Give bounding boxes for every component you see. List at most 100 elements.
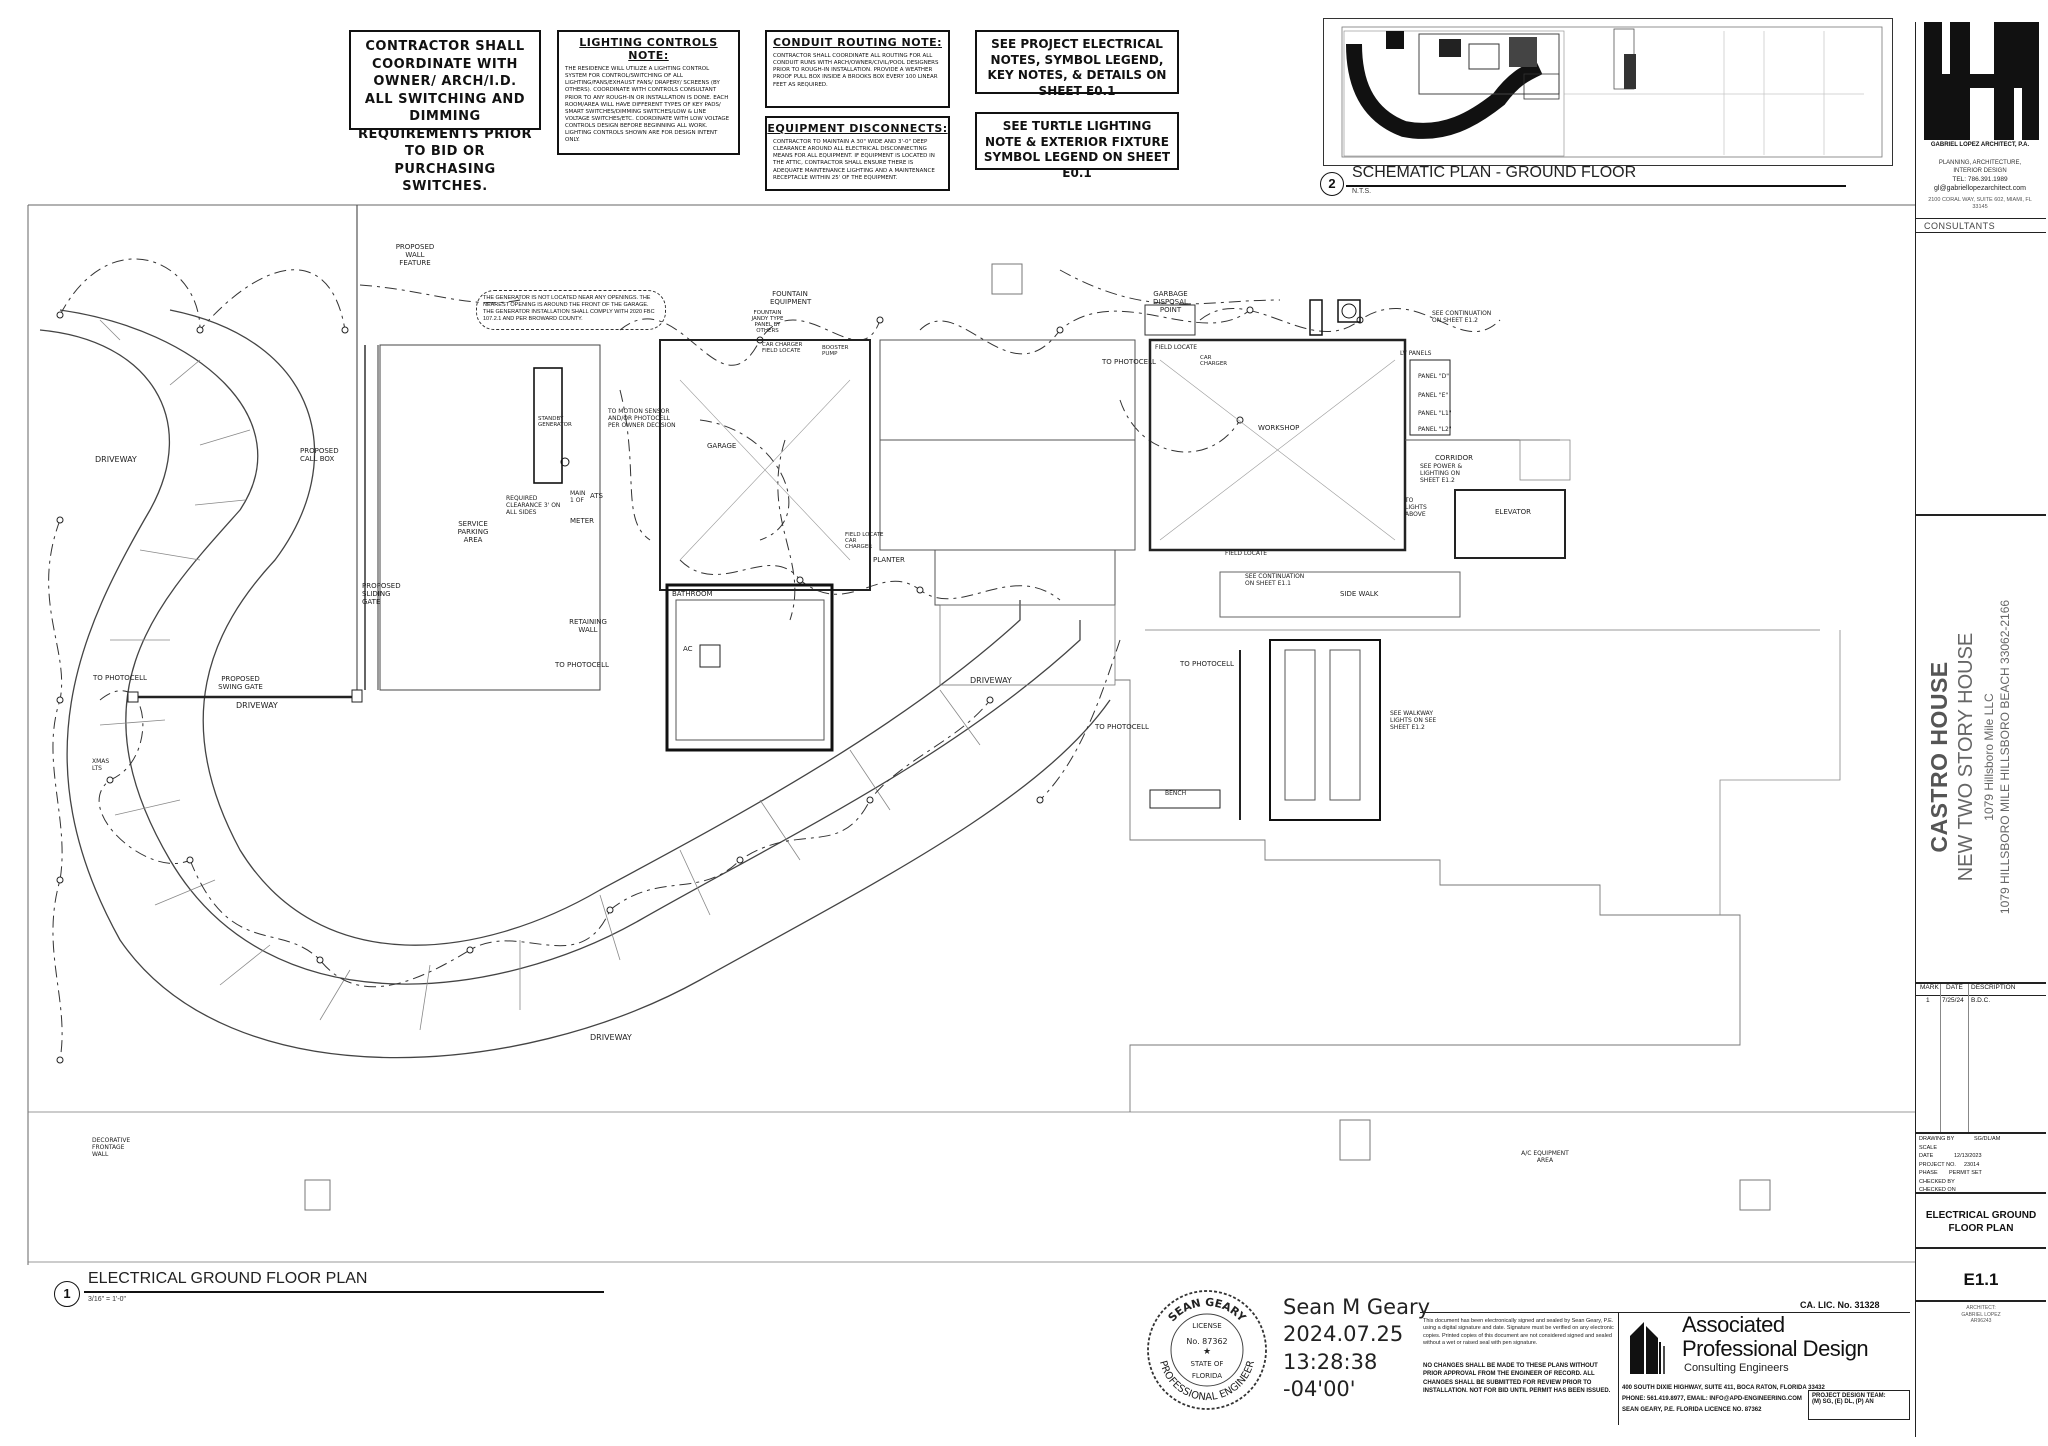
- schematic-number-bubble: 2: [1320, 172, 1344, 196]
- rev1-mark: 1: [1926, 997, 1930, 1004]
- label-workshop: WORKSHOP: [1258, 424, 1300, 432]
- apd-firm-name-1: Associated: [1682, 1312, 1785, 1337]
- rev1-desc: B.D.C.: [1971, 997, 1991, 1004]
- schematic-plan-frame: [1323, 18, 1893, 166]
- center-driveway: [939, 604, 1116, 686]
- schematic-number: 2: [1328, 176, 1336, 191]
- equipment-disconnects-title: EQUIPMENT DISCONNECTS:: [767, 122, 948, 135]
- contractor-note: CONTRACTOR SHALL COORDINATE WITH OWNER/ …: [349, 30, 541, 194]
- apd-firm-name-2: Professional Design: [1682, 1336, 1869, 1361]
- svg-text:★: ★: [1203, 1347, 1211, 1357]
- label-to-photocell-1: TO PHOTOCELL: [93, 674, 147, 682]
- apd-address: 400 SOUTH DIXIE HIGHWAY, SUITE 411, BOCA…: [1622, 1385, 1825, 1391]
- label-garage: GARAGE: [707, 442, 737, 450]
- project-no-value: 23014: [1964, 1161, 1980, 1168]
- generator-note: THE GENERATOR IS NOT LOCATED NEAR ANY OP…: [483, 295, 655, 323]
- equipment-disconnects-note: EQUIPMENT DISCONNECTS: CONTRACTOR TO MAI…: [765, 116, 950, 191]
- signature-time: 13:28:38: [1283, 1349, 1378, 1374]
- main-plan-scale: 3/16" = 1'-0": [88, 1296, 127, 1303]
- label-sliding-gate: PROPOSED SLIDING GATE: [362, 582, 401, 606]
- label-driveway-south: DRIVEWAY: [590, 1033, 632, 1042]
- label-driveway-west: DRIVEWAY: [95, 455, 137, 464]
- signature-name: Sean M Geary: [1283, 1295, 1431, 1319]
- generator-disconnect: [560, 457, 570, 467]
- digital-signature: Sean M Geary 2024.07.25 13:28:38 -04'00': [1283, 1294, 1430, 1403]
- rev-col-2: [1968, 984, 1969, 1132]
- turtle-lighting-text: SEE TURTLE LIGHTING NOTE & EXTERIOR FIXT…: [983, 119, 1171, 180]
- gate-post-right: [351, 689, 363, 703]
- walkway-steps: [1269, 639, 1381, 821]
- label-lights-above: TO LIGHTS ABOVE: [1405, 497, 1427, 518]
- bathroom-ac-walls: [665, 583, 834, 752]
- standby-generator: [533, 367, 563, 484]
- project-no-label: PROJECT NO.: [1919, 1161, 1956, 1168]
- sheet-number: E1.1: [1963, 1270, 1999, 1289]
- fixture-nodes: [56, 306, 1364, 1064]
- generator-note-cloud: THE GENERATOR IS NOT LOCATED NEAR ANY OP…: [476, 290, 666, 330]
- seal-state: STATE OF: [1191, 1360, 1224, 1368]
- consultants-label: CONSULTANTS: [1924, 221, 1996, 231]
- checked-by-label: CHECKED BY: [1919, 1178, 1955, 1185]
- project-address: 1079 HILLSBORO MILE HILLSBORO BEACH 3306…: [1998, 599, 2012, 915]
- design-team-box: PROJECT DESIGN TEAM: (M) SG, (E) DL, (P)…: [1808, 1390, 1910, 1420]
- driveway-pavers: [99, 319, 981, 1031]
- label-corridor-note: SEE POWER & LIGHTING ON SHEET E1.2: [1420, 463, 1463, 484]
- conduit-routing-title: CONDUIT ROUTING NOTE:: [772, 36, 942, 49]
- main-plan-number: 1: [63, 1286, 71, 1301]
- project-electrical-note: SEE PROJECT ELECTRICAL NOTES, SYMBOL LEG…: [975, 30, 1179, 98]
- phase-label: PHASE: [1919, 1170, 1938, 1177]
- label-retaining-wall: RETAINING WALL: [569, 618, 607, 634]
- schematic-title: SCHEMATIC PLAN - GROUND FLOOR: [1352, 164, 1637, 181]
- drawing-by-label: DRAWING BY: [1919, 1136, 1955, 1142]
- main-plan-title: ELECTRICAL GROUND FLOOR PLAN: [88, 1270, 368, 1287]
- apd-logo: [1630, 1322, 1665, 1374]
- main-plan-title-rule: [84, 1291, 604, 1293]
- schematic-scale: N.T.S.: [1352, 188, 1372, 195]
- elevator-shaft: [1454, 489, 1566, 559]
- apd-phone: PHONE: 561.419.8977, EMAIL: INFO@APD-ENG…: [1622, 1396, 1802, 1402]
- label-service-parking: SERVICE PARKING AREA: [457, 520, 489, 544]
- engineer-disclaimer: This document has been electronically si…: [1423, 1318, 1615, 1348]
- architect-address: 2100 CORAL WAY, SUITE 602, MIAMI, FL 331…: [1928, 197, 2032, 211]
- seal-florida: FLORIDA: [1192, 1372, 1222, 1380]
- sheet-title: ELECTRICAL GROUND FLOOR PLAN: [1925, 1210, 2037, 1234]
- label-swing-gate: PROPOSED SWING GATE: [218, 675, 263, 691]
- label-fountain-equipment: FOUNTAIN EQUIPMENT: [770, 290, 812, 306]
- label-ac-equipment: A/C EQUIPMENT AREA: [1521, 1150, 1569, 1164]
- rev-col-1: [1940, 984, 1941, 1132]
- label-panel-l1: PANEL "L1": [1418, 410, 1452, 417]
- schematic-title-rule: [1346, 185, 1846, 187]
- tree-squares: [304, 263, 1771, 1211]
- seal-license: LICENSE: [1192, 1322, 1221, 1330]
- lighting-controls-note: LIGHTING CONTROLS NOTE: THE RESIDENCE WI…: [557, 30, 740, 155]
- electrical-ground-floor-plan: [27, 204, 1915, 1265]
- ac-unit: [699, 644, 721, 668]
- engineer-seal: SEAN GEARY PROFESSIONAL ENGINEER LICENSE…: [1147, 1290, 1267, 1410]
- svg-text:SEAN GEARY: SEAN GEARY: [1166, 1296, 1250, 1325]
- panels-box: [1409, 359, 1451, 436]
- architect-number: AR96243: [1970, 1318, 1992, 1324]
- project-info-rotated: CASTRO HOUSE NEW TWO STORY HOUSE 1079 Hi…: [1926, 562, 2036, 952]
- drawing-by-value: SG/DL/AM: [1974, 1136, 2001, 1142]
- tb-rule-7: [1916, 1192, 2046, 1194]
- architect-tel: TEL: 786.391.1989: [1952, 176, 2008, 183]
- label-bench: BENCH: [1165, 790, 1187, 797]
- apd-licence: SEAN GEARY, P.E. FLORIDA LICENCE NO. 873…: [1622, 1407, 1762, 1413]
- phase-value: PERMIT SET: [1949, 1170, 1982, 1177]
- label-standby-generator: STANDBY GENERATOR: [538, 416, 572, 428]
- label-elevator: ELEVATOR: [1495, 508, 1531, 516]
- label-see-continuation-e11: SEE CONTINUATION ON SHEET E1.1: [1245, 573, 1305, 587]
- design-team-label: PROJECT DESIGN TEAM:: [1812, 1393, 1886, 1399]
- label-bathroom: BATHROOM: [672, 590, 713, 598]
- label-garbage: GARBAGE DISPOSAL POINT: [1153, 290, 1188, 314]
- label-to-photocell-4: TO PHOTOCELL: [1180, 660, 1234, 668]
- label-walkway-lights: SEE WALKWAY LIGHTS ON SEE SHEET E1.2: [1390, 710, 1437, 731]
- engineer-changes-text: NO CHANGES SHALL BE MADE TO THESE PLANS …: [1423, 1363, 1611, 1395]
- label-to-photocell-3: TO PHOTOCELL: [1102, 358, 1156, 366]
- engineer-vertical-divider: [1618, 1312, 1619, 1425]
- architect-services: PLANNING, ARCHITECTURE, INTERIOR DESIGN: [1938, 160, 2022, 174]
- terrace-steps: [1115, 679, 1741, 1112]
- turtle-lighting-note: SEE TURTLE LIGHTING NOTE & EXTERIOR FIXT…: [975, 112, 1179, 180]
